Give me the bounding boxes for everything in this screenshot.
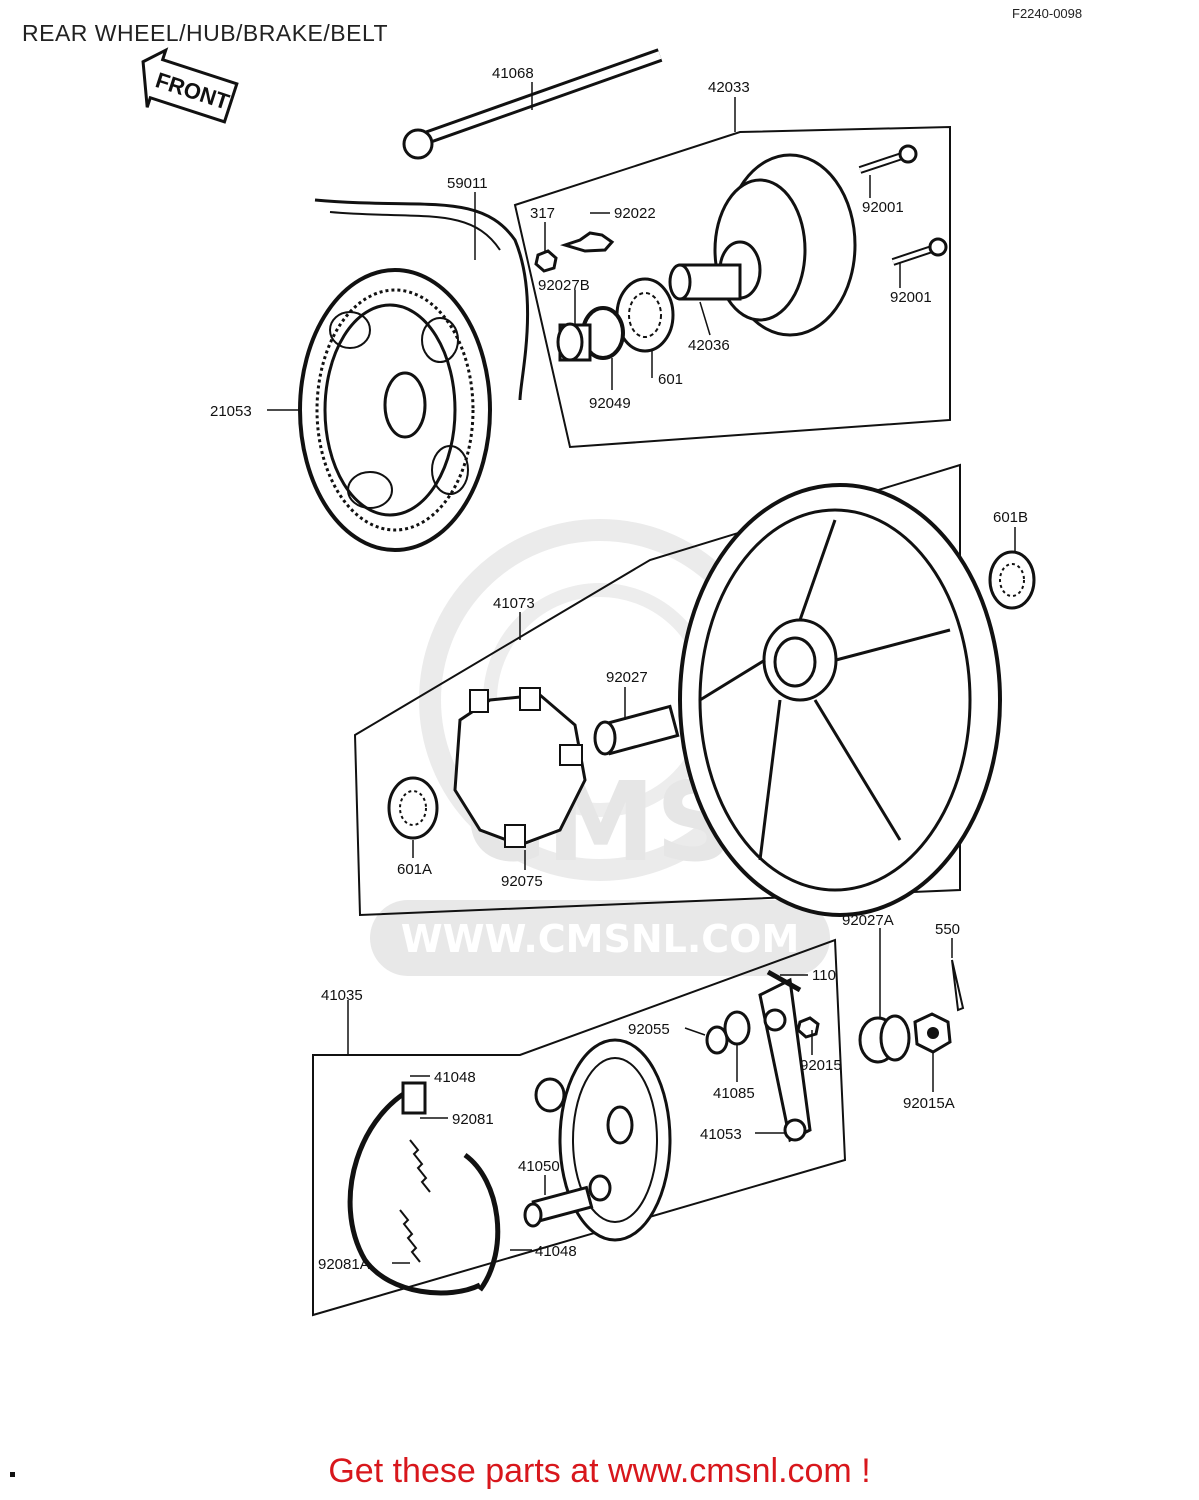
part-label: 41073 — [493, 595, 535, 612]
part-label: 41035 — [321, 987, 363, 1004]
watermark-url: WWW.CMSNL.COM — [401, 917, 800, 961]
cotter-pin-550 — [951, 959, 965, 1012]
part-label: 21053 — [210, 403, 252, 420]
part-label: 110 — [812, 967, 836, 984]
collar-92027 — [593, 704, 680, 756]
damper-92075 — [453, 687, 587, 848]
axle-41068 — [402, 48, 663, 160]
part-labels: 41068 42033 59011 317 92022 92001 92027B… — [210, 65, 1028, 1273]
washer-92055 — [705, 1025, 729, 1055]
bolt-92001-upper — [858, 144, 918, 174]
corner-mark — [10, 1472, 15, 1477]
part-label: 92022 — [614, 205, 656, 222]
part-label: 92027A — [842, 912, 894, 929]
part-label: 601B — [993, 509, 1028, 526]
collar-92027b — [556, 322, 592, 362]
front-arrow-icon: FRONT — [141, 47, 239, 124]
part-label: 41048 — [434, 1069, 476, 1086]
part-label: 41068 — [492, 65, 534, 82]
brake-shoes — [347, 1081, 501, 1296]
part-label: 92001 — [890, 289, 932, 306]
part-label: 41085 — [713, 1085, 755, 1102]
diagram-code: F2240-0098 — [1012, 6, 1083, 21]
nut-92015 — [796, 1016, 820, 1039]
hub-42033 — [668, 153, 857, 337]
part-label: 92015A — [903, 1095, 955, 1112]
part-label: 601A — [397, 861, 432, 878]
leader-lines — [267, 82, 1016, 1264]
belt-59011 — [314, 198, 530, 401]
part-label: 42033 — [708, 79, 750, 96]
nut-317 — [534, 249, 558, 273]
part-label: 41053 — [700, 1126, 742, 1143]
spring-92081 — [409, 1139, 431, 1193]
collar-92027a — [858, 1014, 911, 1064]
bolt-110 — [766, 969, 802, 993]
part-label: 41048 — [535, 1243, 577, 1260]
part-label: 59011 — [447, 175, 488, 192]
part-label: 92055 — [628, 1021, 670, 1038]
part-label: 92027B — [538, 277, 590, 294]
part-label: 317 — [530, 205, 555, 222]
camshaft-41050 — [523, 1185, 594, 1228]
pulley-21053 — [298, 268, 492, 552]
part-label: 92081 — [452, 1111, 494, 1128]
lever-41053 — [758, 977, 812, 1143]
nut-92015a — [913, 1012, 952, 1054]
spring-92081a — [399, 1209, 421, 1263]
wheel-41073-rim — [678, 483, 1002, 917]
part-label: 92015 — [800, 1057, 842, 1074]
part-label: 601 — [658, 371, 683, 388]
part-label: 92049 — [589, 395, 631, 412]
bearing-601 — [615, 277, 675, 353]
part-label: 92081A — [318, 1256, 370, 1273]
part-label: 42036 — [688, 337, 730, 354]
part-label: 92027 — [606, 669, 648, 686]
bearing-601a — [387, 776, 439, 840]
hub-assembly-outline — [513, 125, 951, 449]
diagram-title: REAR WHEEL/HUB/BRAKE/BELT — [22, 20, 389, 46]
part-label: 41050 — [518, 1158, 560, 1175]
brake-assembly-outline — [312, 938, 847, 1317]
part-label: 92075 — [501, 873, 543, 890]
part-label: 550 — [935, 921, 960, 938]
bolt-92001-lower — [891, 237, 948, 266]
clip-92022 — [560, 231, 615, 253]
part-label: 92001 — [862, 199, 904, 216]
indicator-41085 — [723, 1010, 751, 1046]
brake-panel-41035 — [534, 1038, 672, 1242]
footer-link[interactable]: Get these parts at www.cmsnl.com ! — [328, 1452, 871, 1490]
bearing-601b — [988, 550, 1036, 610]
